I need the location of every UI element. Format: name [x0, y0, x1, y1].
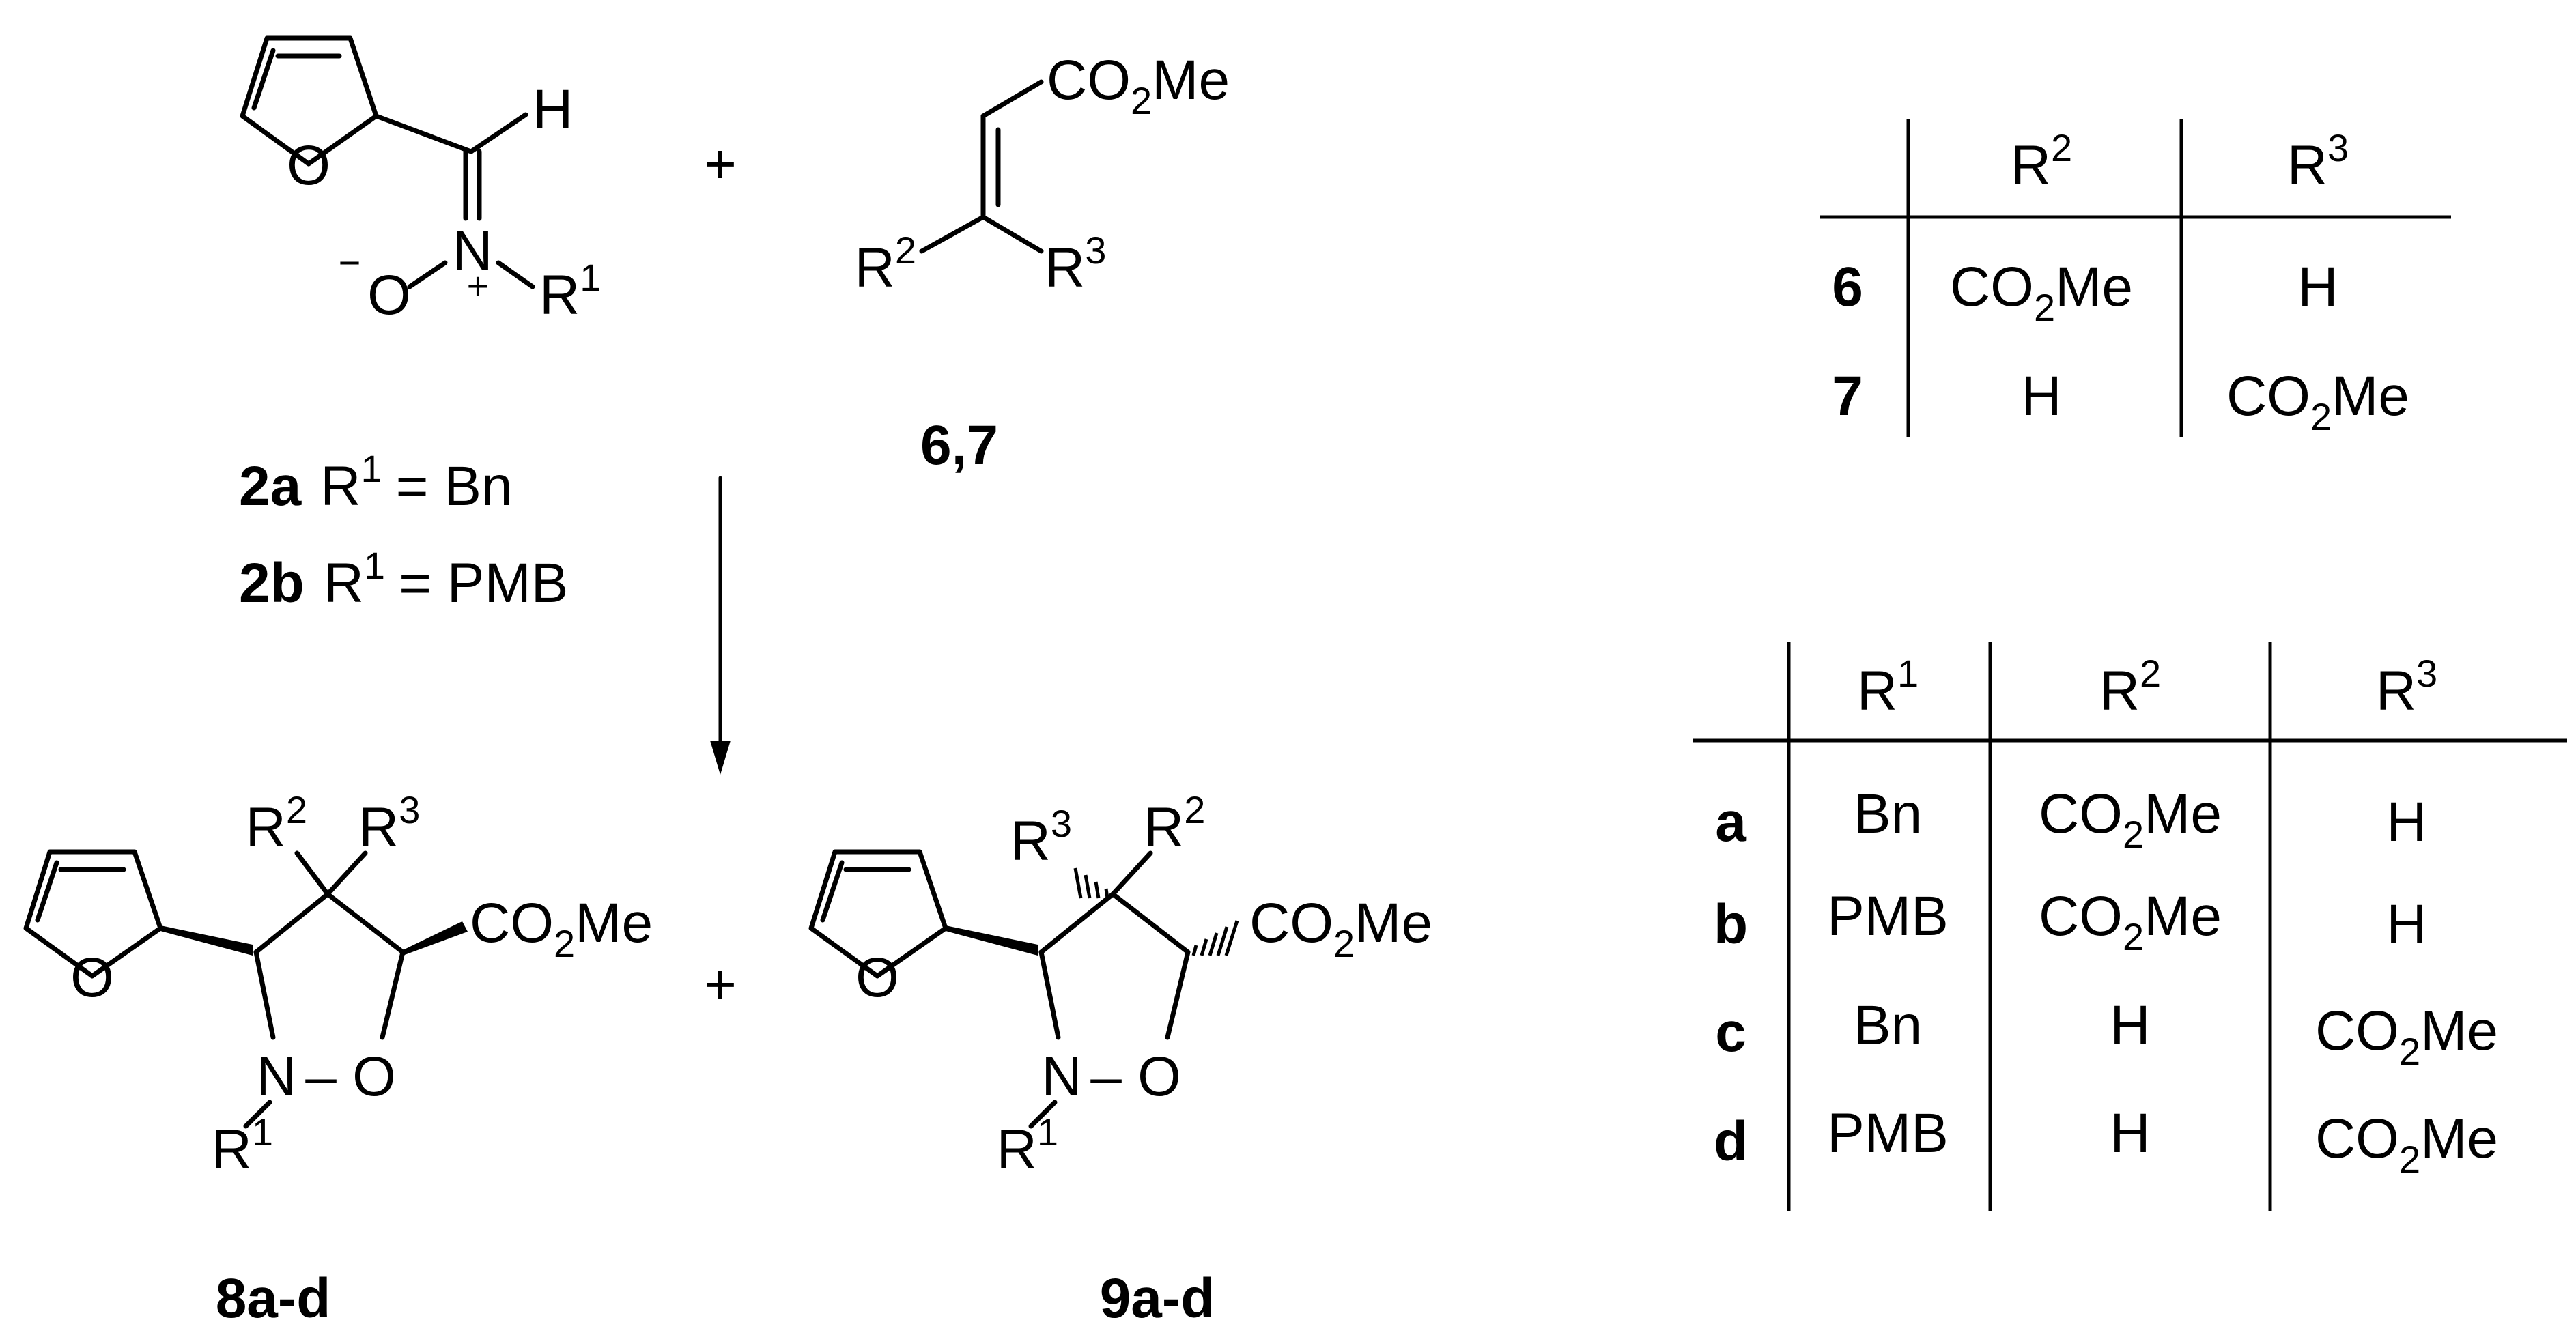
table-products-row-id: b — [1714, 893, 1748, 956]
table-products-header-r1: R1 — [1857, 652, 1919, 722]
product-9-r2-label: R2 — [1144, 788, 1205, 859]
product-9-structure: O N – O R1 R3 R2 CO2Me — [808, 788, 1432, 1181]
nitrone-nitrogen: N — [452, 220, 492, 282]
product-8-r1-label: R1 — [212, 1110, 273, 1181]
product-9-nitrogen: N — [1041, 1046, 1081, 1108]
table-products-cell-r2: CO2Me — [2039, 885, 2222, 958]
product-9-r1-label: R1 — [997, 1110, 1058, 1181]
table-row: d PMB H CO2Me — [1714, 1102, 2498, 1181]
furan-ring-9 — [808, 849, 948, 979]
table-products: R1 R2 R3 a Bn CO2Me H b PMB CO2Me H c Bn… — [1693, 642, 2567, 1211]
table-products-header-r2: R2 — [2099, 652, 2161, 722]
alkene-ester-label: CO2Me — [1047, 49, 1230, 122]
table-row: a Bn CO2Me H — [1715, 783, 2426, 856]
nitrone-oxygen: O — [367, 264, 411, 326]
product-9-ring-oxygen: O — [1137, 1046, 1181, 1108]
furan-oxygen-nitrone: O — [287, 134, 330, 197]
product-9-ester-label: CO2Me — [1249, 892, 1432, 965]
table-products-cell-r3: H — [2386, 791, 2426, 853]
table-products-cell-r1: Bn — [1854, 783, 1922, 845]
product-8-bond-dash: – — [305, 1046, 337, 1108]
table-alkenes-cell-r2: CO2Me — [1950, 256, 2133, 329]
product-8-ester-label: CO2Me — [470, 892, 653, 965]
table-products-row-id: a — [1715, 791, 1747, 853]
table-alkenes-row-id: 6 — [1832, 256, 1863, 318]
product-plus-sign: + — [704, 953, 737, 1016]
furan-ring-nitrone — [240, 35, 379, 167]
table-alkenes-cell-r3: H — [2297, 256, 2338, 318]
table-products-cell-r1: PMB — [1827, 885, 1949, 947]
table-products-cell-r2: H — [2110, 994, 2150, 1057]
table-products-cell-r1: Bn — [1854, 994, 1922, 1057]
nitrone-r1-label: R1 — [539, 256, 601, 326]
table-products-cell-r1: PMB — [1827, 1102, 1949, 1164]
product-9-hashed-bond-r3 — [1073, 867, 1109, 899]
product-8-r2-label: R2 — [246, 788, 307, 859]
table-products-cell-r2: H — [2110, 1102, 2150, 1164]
product-9-hashed-bond-ester — [1191, 920, 1239, 956]
label-6-7: 6,7 — [920, 414, 998, 476]
alkene-r2-label: R2 — [855, 229, 916, 299]
nitrone-structure: O H N + − O R1 — [240, 35, 601, 326]
product-9-bond-dash: – — [1090, 1046, 1122, 1108]
table-alkenes-header-r3: R3 — [2287, 126, 2349, 197]
product-8-nitrogen: N — [256, 1046, 296, 1108]
table-alkenes-cell-r2: H — [2021, 365, 2061, 427]
table-row: b PMB CO2Me H — [1714, 885, 2427, 958]
table-products-cell-r3: H — [2386, 893, 2426, 956]
furan-oxygen-8: O — [70, 947, 114, 1009]
table-products-cell-r3: CO2Me — [2315, 1108, 2498, 1181]
label-9a-d: 9a-d — [1100, 1267, 1215, 1330]
table-products-cell-r3: CO2Me — [2315, 1000, 2498, 1073]
alkene-structure: CO2Me R2 R3 — [855, 49, 1230, 299]
nitrone-minus-charge: − — [339, 241, 361, 284]
table-alkenes: R2 R3 6 CO2Me H 7 H CO2Me — [1820, 119, 2451, 438]
product-8-structure: O N – O R1 R2 R3 CO2Me — [23, 788, 653, 1181]
table-products-row-id: d — [1714, 1110, 1748, 1173]
label-8a-d: 8a-d — [216, 1267, 331, 1330]
table-row: 6 CO2Me H — [1832, 256, 2338, 329]
alkene-r3-label: R3 — [1045, 229, 1106, 299]
table-row: 7 H CO2Me — [1832, 365, 2409, 438]
product-8-r3-label: R3 — [358, 788, 420, 859]
product-8-ring-oxygen: O — [352, 1046, 396, 1108]
nitrone-hydrogen: H — [533, 78, 573, 141]
table-alkenes-row-id: 7 — [1832, 365, 1863, 427]
table-products-header-r3: R3 — [2376, 652, 2437, 722]
reactant-plus-sign: + — [704, 133, 737, 195]
furan-oxygen-9: O — [855, 947, 899, 1009]
table-products-cell-r2: CO2Me — [2039, 783, 2222, 856]
product-9-r3-label: R3 — [1010, 802, 1072, 872]
table-products-row-id: c — [1715, 1001, 1746, 1063]
table-row: c Bn H CO2Me — [1715, 994, 2498, 1073]
nitrone-plus-charge: + — [467, 264, 490, 307]
furan-ring-8 — [23, 849, 163, 979]
table-alkenes-cell-r3: CO2Me — [2226, 365, 2409, 438]
table-alkenes-header-r2: R2 — [2011, 126, 2072, 197]
reaction-arrow — [710, 476, 731, 775]
